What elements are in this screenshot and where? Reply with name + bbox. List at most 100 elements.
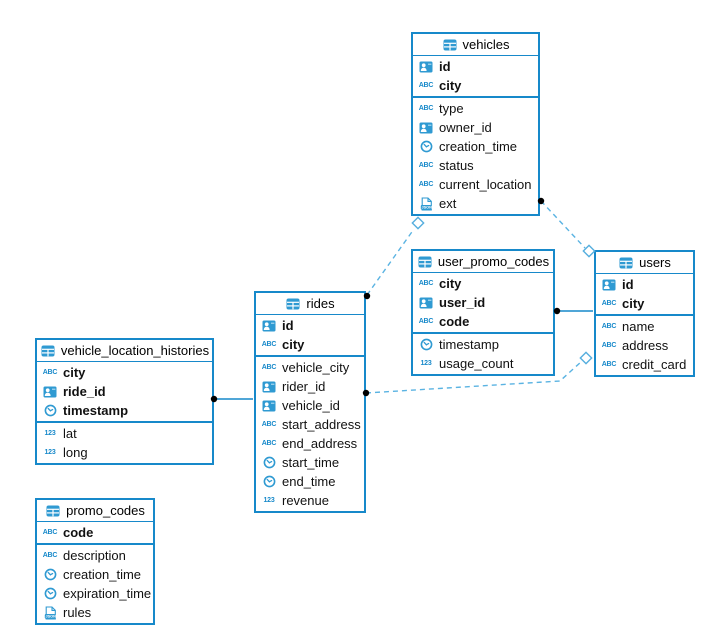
column-end_time[interactable]: end_time: [256, 472, 364, 491]
column-creation_time[interactable]: creation_time: [37, 565, 153, 584]
column-name: code: [63, 525, 94, 540]
table-header[interactable]: promo_codes: [37, 500, 153, 522]
column-start_address[interactable]: ABC start_address: [256, 415, 364, 434]
column-name: code: [439, 314, 470, 329]
column-rider_id[interactable]: rider_id: [256, 377, 364, 396]
json-icon: JSON: [418, 196, 434, 211]
table-header[interactable]: vehicle_location_histories: [37, 340, 212, 362]
text-icon: ABC: [418, 82, 434, 89]
table-icon: [417, 256, 433, 268]
table-name: promo_codes: [66, 503, 145, 518]
column-name: description: [63, 548, 126, 563]
column-expiration_time[interactable]: expiration_time: [37, 584, 153, 603]
text-icon: ABC: [418, 280, 434, 287]
timestamp-icon: [261, 456, 277, 469]
column-ext[interactable]: JSON ext: [413, 194, 538, 213]
column-start_time[interactable]: start_time: [256, 453, 364, 472]
column-timestamp[interactable]: timestamp: [37, 401, 212, 420]
column-timestamp[interactable]: timestamp: [413, 335, 553, 354]
text-icon: ABC: [261, 341, 277, 348]
uuid-icon: [261, 381, 277, 393]
column-ride_id[interactable]: ride_id: [37, 382, 212, 401]
text-icon: ABC: [418, 162, 434, 169]
column-name: vehicle_city: [282, 360, 350, 375]
column-name: end_time: [282, 474, 336, 489]
column-id[interactable]: id: [596, 275, 693, 294]
column-name: start_address: [282, 417, 361, 432]
column-creation_time[interactable]: creation_time: [413, 137, 538, 156]
column-name: end_address: [282, 436, 358, 451]
column-name: creation_time: [63, 567, 142, 582]
text-icon: ABC: [261, 440, 277, 447]
table-header[interactable]: users: [596, 252, 693, 274]
column-name: creation_time: [439, 139, 518, 154]
timestamp-icon: [418, 140, 434, 153]
column-name: type: [439, 101, 464, 116]
column-city[interactable]: ABC city: [413, 76, 538, 95]
column-id[interactable]: id: [256, 316, 364, 335]
column-name: vehicle_id: [282, 398, 340, 413]
column-status[interactable]: ABC status: [413, 156, 538, 175]
text-icon: ABC: [601, 323, 617, 330]
column-name: lat: [63, 426, 77, 441]
uuid-icon: [418, 297, 434, 309]
text-icon: ABC: [261, 421, 277, 428]
column-name: status: [439, 158, 474, 173]
column-name: current_location: [439, 177, 532, 192]
column-name: id: [622, 277, 634, 292]
number-icon: 123: [44, 430, 56, 437]
column-vehicle_id[interactable]: vehicle_id: [256, 396, 364, 415]
column-name: city: [439, 78, 462, 93]
text-icon: ABC: [601, 361, 617, 368]
column-name: timestamp: [439, 337, 499, 352]
table-header[interactable]: vehicles: [413, 34, 538, 56]
column-lat[interactable]: 123 lat: [37, 424, 212, 443]
table-name: vehicles: [462, 37, 510, 52]
text-icon: ABC: [42, 369, 58, 376]
table-header[interactable]: user_promo_codes: [413, 251, 553, 273]
timestamp-icon: [418, 338, 434, 351]
timestamp-icon: [42, 587, 58, 600]
column-name: id: [439, 59, 451, 74]
column-user_id[interactable]: user_id: [413, 293, 553, 312]
column-id[interactable]: id: [413, 57, 538, 76]
column-name: ride_id: [63, 384, 106, 399]
column-end_address[interactable]: ABC end_address: [256, 434, 364, 453]
column-name: expiration_time: [63, 586, 152, 601]
column-name: ext: [439, 196, 457, 211]
text-icon: ABC: [601, 342, 617, 349]
table-header[interactable]: rides: [256, 293, 364, 315]
table-icon: [442, 39, 458, 51]
column-owner_id[interactable]: owner_id: [413, 118, 538, 137]
